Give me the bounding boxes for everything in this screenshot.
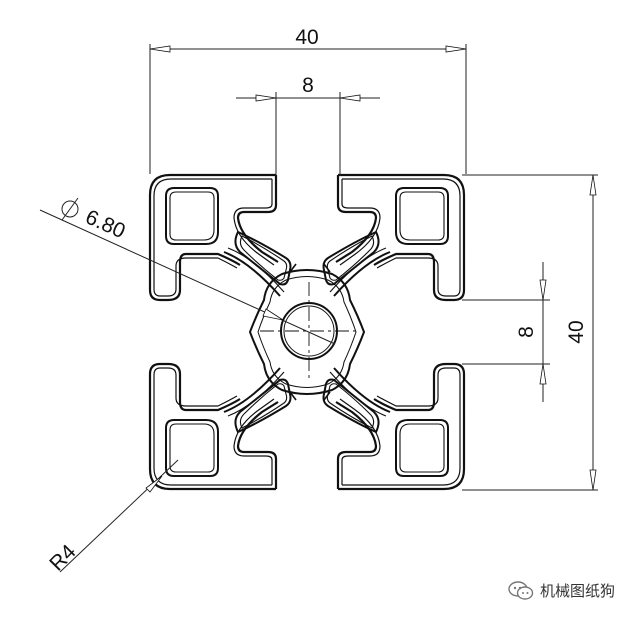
wechat-icon xyxy=(508,580,534,600)
profile-corner-top-left xyxy=(148,173,292,302)
dimension-corner-radius xyxy=(59,459,179,573)
dimension-label-slot-width: 8 xyxy=(302,74,314,97)
dimension-label-slot-height: 8 xyxy=(515,326,538,338)
profile-corner-top-right xyxy=(322,173,466,302)
profile-hub xyxy=(248,263,366,401)
dimension-label-overall-width: 40 xyxy=(295,26,318,49)
dimension-label-center-hole: 6.80 xyxy=(82,206,129,244)
profile-corner-bottom-right xyxy=(322,362,466,491)
profile-corner-bottom-left xyxy=(148,362,292,491)
dimension-overall-height xyxy=(462,174,598,491)
dimension-slot-height xyxy=(462,262,550,402)
dimension-label-corner-radius: R4 xyxy=(45,540,80,575)
dimension-overall-width xyxy=(149,44,467,174)
watermark-text: 机械图纸狗 xyxy=(540,582,616,600)
dimension-label-overall-height: 40 xyxy=(565,320,588,343)
dimension-slot-width xyxy=(236,92,380,176)
watermark: 机械图纸狗 xyxy=(508,580,615,601)
dimension-center-hole xyxy=(39,197,336,345)
